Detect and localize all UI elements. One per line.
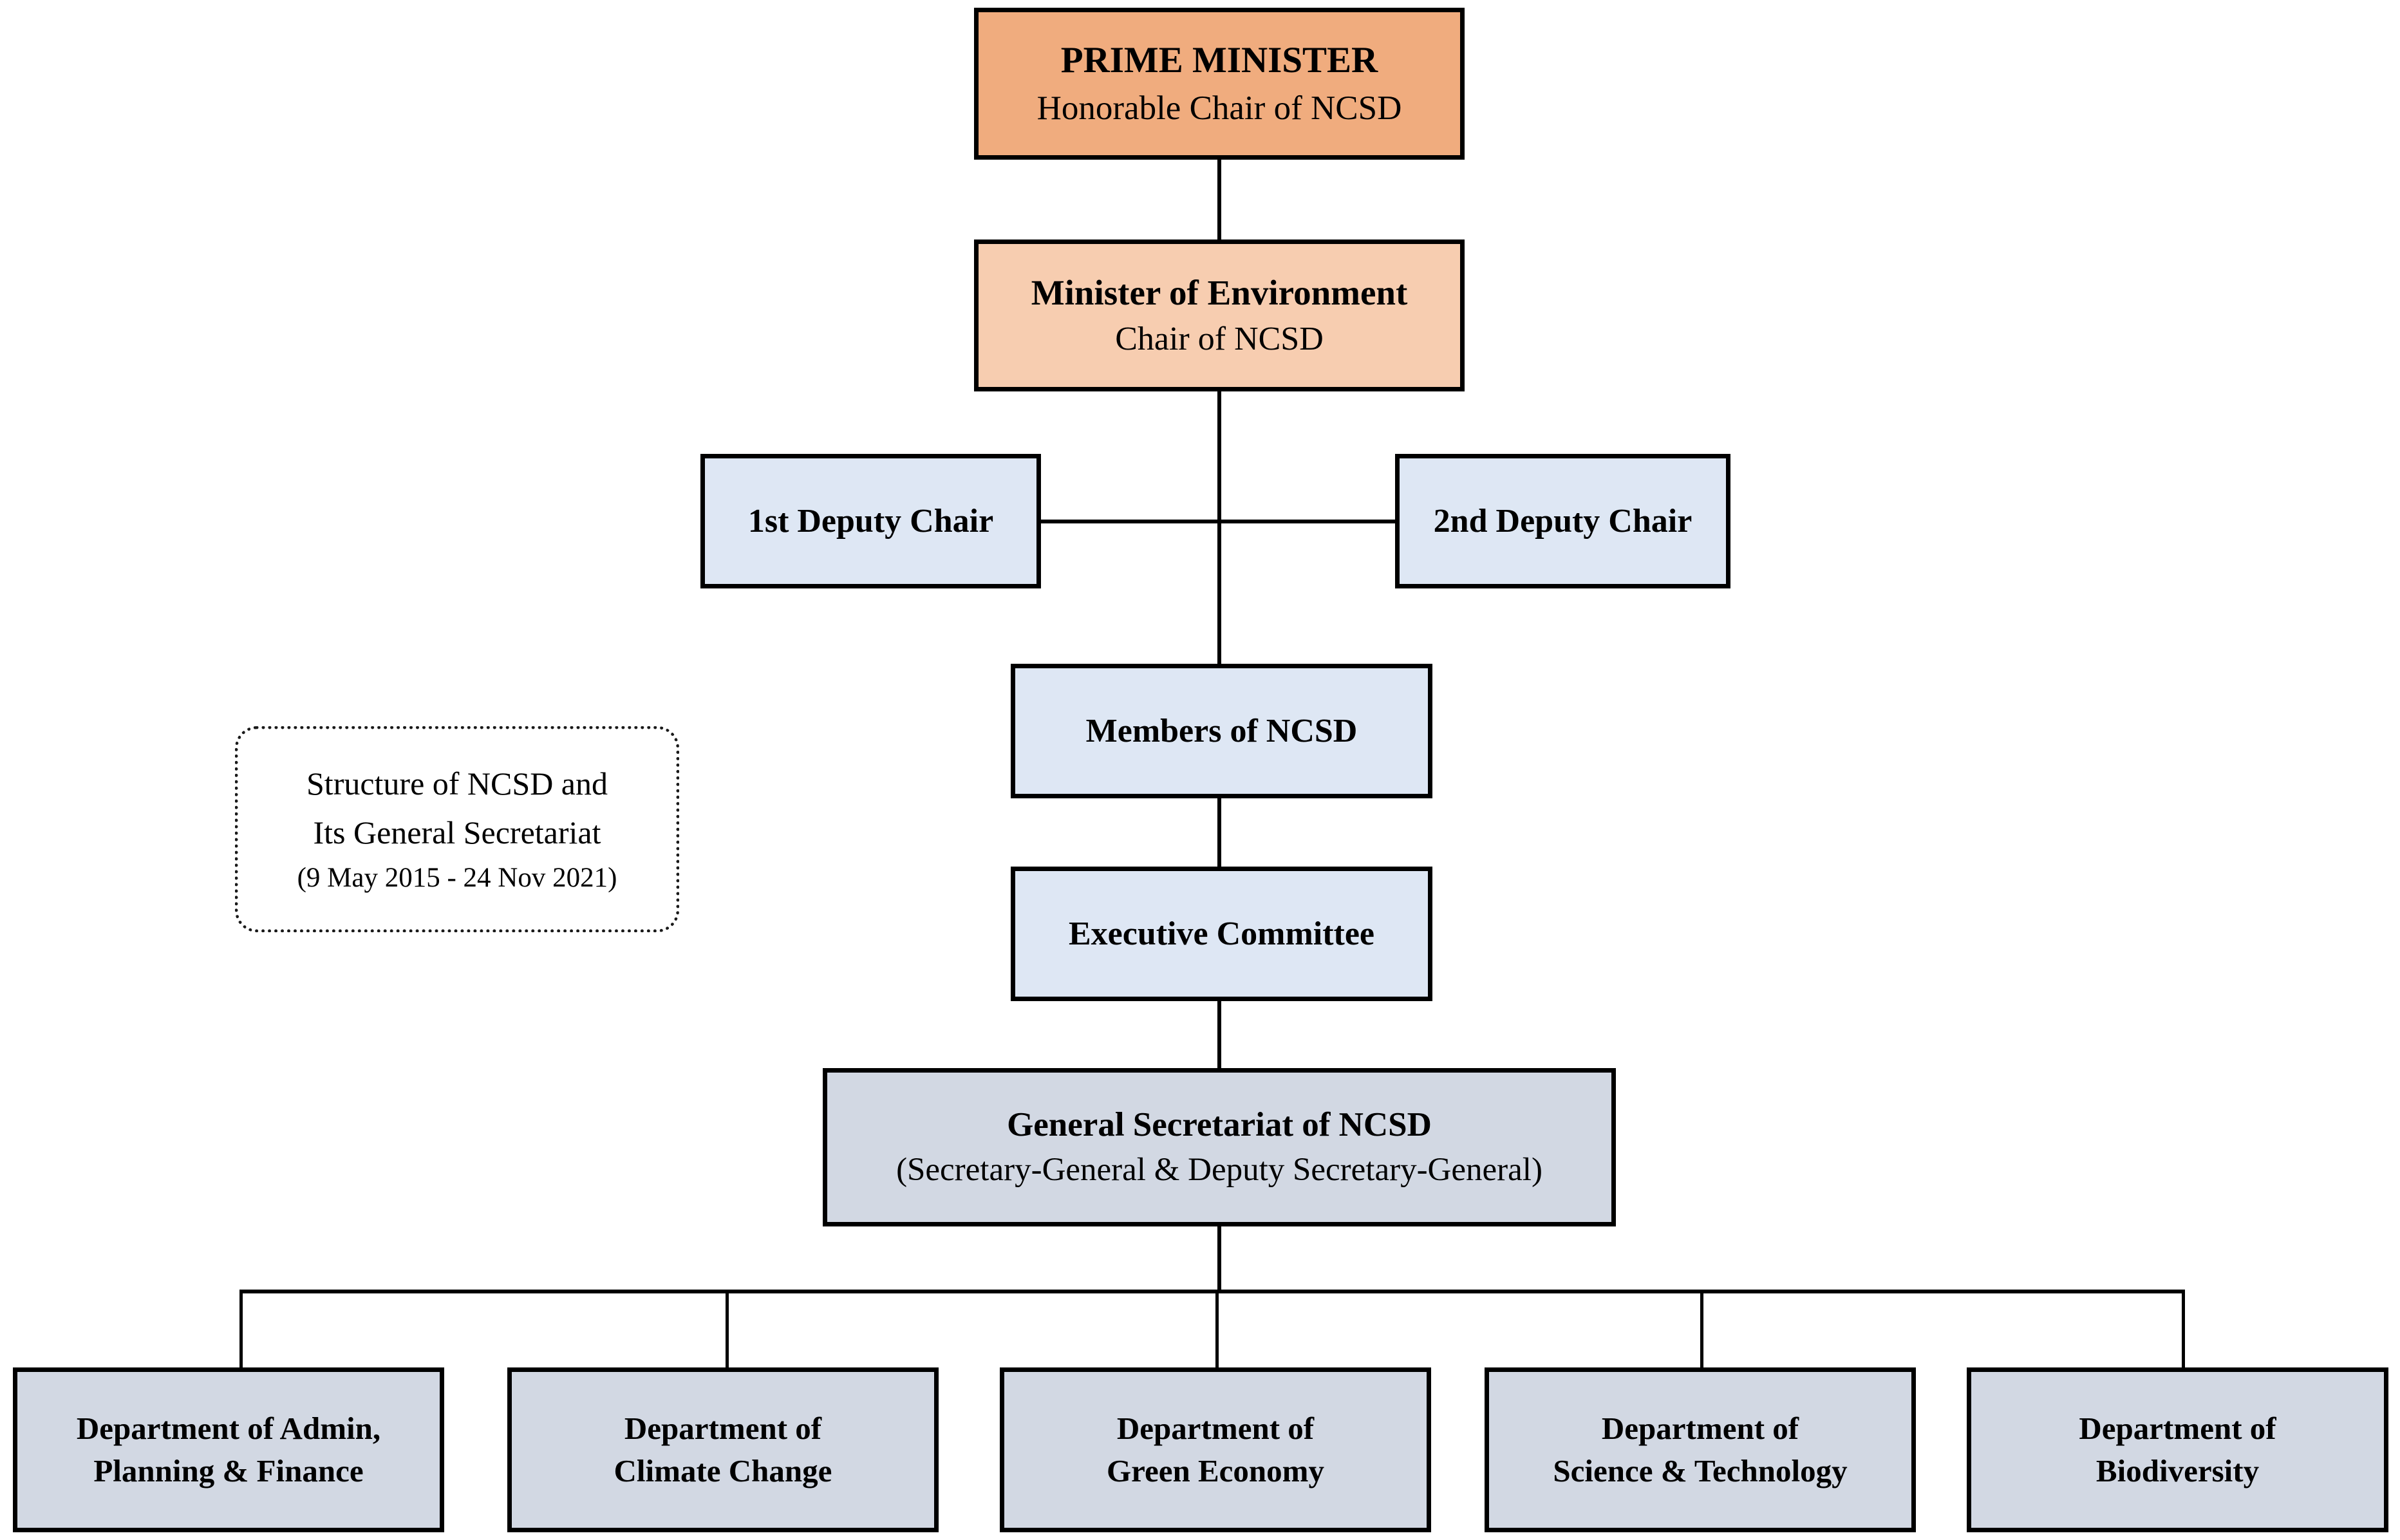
node-second-deputy-chair[interactable]: 2nd Deputy Chair — [1395, 454, 1730, 588]
department-3-line1: Department of — [1116, 1411, 1315, 1447]
node-department-climate-change[interactable]: Department of Climate Change — [507, 1367, 939, 1532]
general-secretariat-title: General Secretariat of NCSD — [1007, 1106, 1432, 1144]
connector-minister-to-members — [1217, 390, 1221, 666]
legend-line-3: (9 May 2015 - 24 Nov 2021) — [297, 863, 617, 894]
connector-department-bus — [239, 1290, 2185, 1293]
department-2-line2: Climate Change — [614, 1453, 832, 1488]
minister-title: Minister of Environment — [1031, 273, 1408, 313]
minister-subtitle: Chair of NCSD — [1115, 321, 1324, 357]
connector-members-to-exec — [1217, 797, 1221, 868]
department-3-line2: Green Economy — [1107, 1453, 1324, 1488]
connector-secretariat-to-bus — [1217, 1225, 1221, 1293]
connector-drop-department-4 — [1700, 1290, 1703, 1368]
department-1-line1: Department of Admin, — [76, 1411, 381, 1447]
node-department-admin-planning-finance[interactable]: Department of Admin, Planning & Finance — [13, 1367, 444, 1532]
connector-drop-department-1 — [239, 1290, 243, 1368]
department-2-line1: Department of — [624, 1411, 822, 1447]
connector-drop-department-3 — [1215, 1290, 1219, 1368]
node-executive-committee[interactable]: Executive Committee — [1011, 867, 1432, 1001]
connector-drop-department-5 — [2182, 1290, 2185, 1368]
connector-drop-department-2 — [726, 1290, 729, 1368]
general-secretariat-subtitle: (Secretary-General & Deputy Secretary-Ge… — [896, 1152, 1542, 1188]
department-4-line2: Science & Technology — [1553, 1453, 1848, 1488]
department-5-line1: Department of — [2079, 1411, 2276, 1447]
connector-exec-to-secretariat — [1217, 1000, 1221, 1069]
first-deputy-chair-label: 1st Deputy Chair — [747, 502, 994, 540]
department-5-line2: Biodiversity — [2095, 1453, 2260, 1488]
department-4-line1: Department of — [1601, 1411, 1799, 1447]
node-general-secretariat[interactable]: General Secretariat of NCSD (Secretary-G… — [823, 1068, 1616, 1226]
executive-committee-label: Executive Committee — [1068, 915, 1375, 952]
members-of-ncsd-label: Members of NCSD — [1085, 712, 1358, 749]
second-deputy-chair-label: 2nd Deputy Chair — [1433, 502, 1692, 540]
prime-minister-title: PRIME MINISTER — [1060, 40, 1378, 81]
node-prime-minister[interactable]: PRIME MINISTER Honorable Chair of NCSD — [974, 8, 1465, 160]
connector-pm-to-minister — [1217, 158, 1221, 242]
connector-deputy-bus — [1038, 520, 1398, 523]
node-minister-of-environment[interactable]: Minister of Environment Chair of NCSD — [974, 239, 1465, 391]
legend-line-2: Its General Secretariat — [313, 814, 601, 851]
node-members-of-ncsd[interactable]: Members of NCSD — [1011, 664, 1432, 798]
department-1-line2: Planning & Finance — [93, 1453, 364, 1488]
node-department-biodiversity[interactable]: Department of Biodiversity — [1967, 1367, 2388, 1532]
node-department-green-economy[interactable]: Department of Green Economy — [1000, 1367, 1431, 1532]
prime-minister-subtitle: Honorable Chair of NCSD — [1036, 89, 1402, 127]
legend-line-1: Structure of NCSD and — [306, 765, 608, 802]
node-department-science-technology[interactable]: Department of Science & Technology — [1485, 1367, 1916, 1532]
legend-caption-box: Structure of NCSD and Its General Secret… — [235, 726, 679, 932]
node-first-deputy-chair[interactable]: 1st Deputy Chair — [700, 454, 1041, 588]
